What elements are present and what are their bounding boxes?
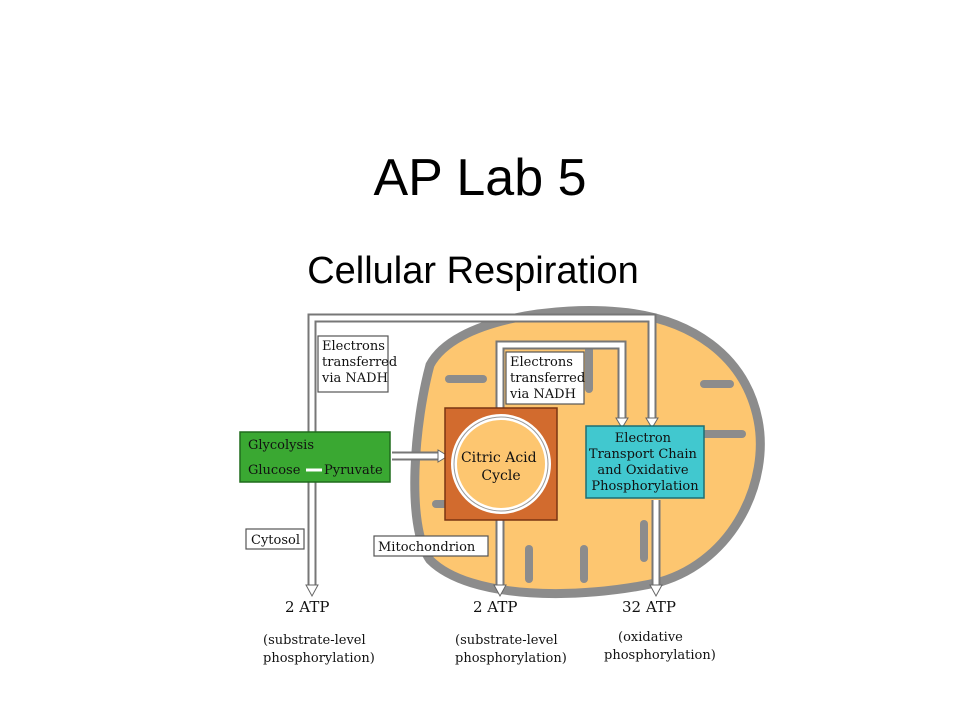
cytosol-label: Cytosol — [251, 533, 300, 548]
atp-right: 32 ATP — [622, 598, 676, 616]
pyruvate-label: Pyruvate — [324, 463, 383, 478]
atp-mid: 2 ATP — [473, 598, 517, 616]
glucose-label: Glucose — [248, 463, 301, 478]
mitochondrion-label: Mitochondrion — [378, 540, 476, 555]
etc-label: Electron Transport Chain and Oxidative P… — [589, 431, 701, 494]
atp-left: 2 ATP — [285, 598, 329, 616]
electrons-left-label: Electrons transferred via NADH — [321, 339, 401, 386]
slide-title: AP Lab 5 — [373, 149, 587, 207]
glycolysis-box — [239, 431, 391, 483]
electrons-left-box — [317, 335, 389, 393]
desc-right: (oxidative phosphorylation) — [604, 630, 716, 663]
citric-acid-cycle-outline — [453, 416, 549, 512]
cristae — [432, 345, 746, 583]
cytosol-box — [245, 528, 305, 550]
slide-subtitle: Cellular Respiration — [307, 250, 639, 292]
mitochondrion-box — [373, 535, 489, 557]
desc-mid: (substrate-level phosphorylation) — [455, 633, 567, 666]
electrons-mid-label: Electrons transferred via NADH — [509, 355, 589, 402]
electrons-mid-box — [505, 351, 585, 405]
citric-acid-label: Citric Acid Cycle — [461, 450, 541, 484]
arrowheads — [305, 417, 663, 598]
etc-box — [585, 425, 705, 499]
glycolysis-label: Glycolysis — [248, 438, 314, 453]
desc-left: (substrate-level phosphorylation) — [263, 633, 375, 666]
